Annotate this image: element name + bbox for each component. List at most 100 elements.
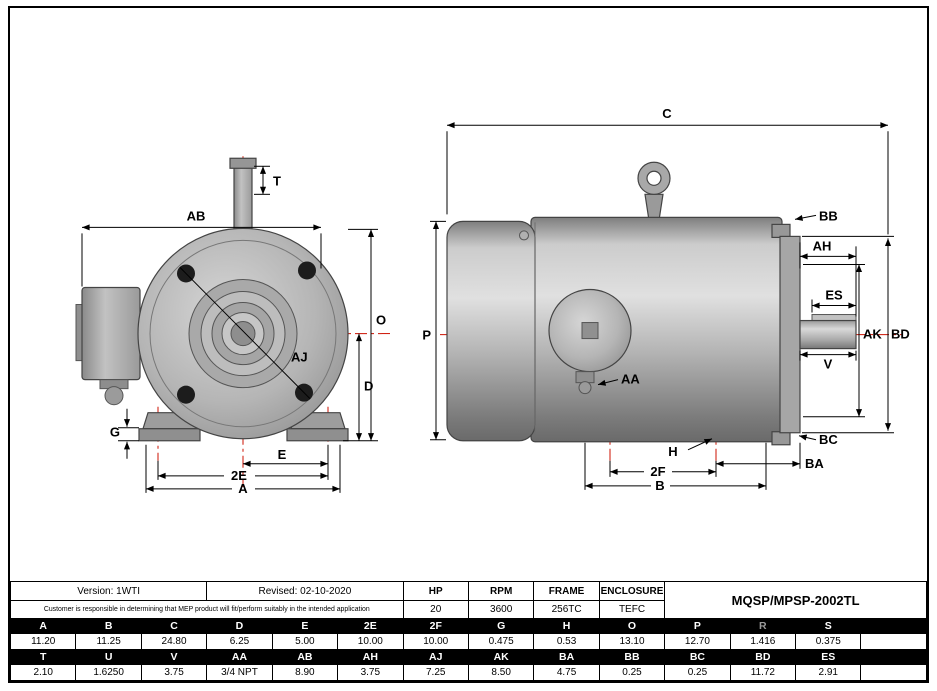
svg-text:AJ: AJ (291, 350, 308, 365)
dimension-BC: BC (798, 432, 838, 447)
motor-body (446, 216, 783, 443)
dim-value-cell: 0.375 (795, 633, 862, 650)
model-number: MQSP/MPSP-2002TL (664, 581, 927, 619)
dim-header-cell: 2F (402, 618, 469, 634)
dim-header-cell: O (598, 618, 666, 634)
svg-text:AH: AH (813, 238, 832, 253)
dim-value-cell: 1.6250 (75, 664, 142, 681)
dim-value-cell: 12.70 (664, 633, 731, 650)
dim-header-cell: V (140, 649, 208, 665)
dimension-E: E (157, 444, 329, 480)
frame-value: 256TC (533, 600, 600, 619)
dim-header-cell (860, 649, 927, 665)
svg-text:AB: AB (187, 208, 206, 223)
dim-header-cell: D (206, 618, 273, 634)
dim-value-cell: 5.00 (271, 633, 339, 650)
dimension-AJ: AJ (179, 267, 311, 400)
svg-text:BB: BB (819, 208, 838, 223)
dim-header-cell: S (795, 618, 862, 634)
dim-value-cell: 1.416 (729, 633, 797, 650)
dimension-BB: BB (794, 208, 838, 223)
dim-value-cell: 11.25 (75, 633, 142, 650)
dim-header-cell: 2E (337, 618, 404, 634)
dim-header-cell: AH (337, 649, 404, 665)
dimension-BA: BA (716, 442, 824, 471)
motor-side-view: C P BB (422, 106, 909, 493)
svg-text:ES: ES (825, 287, 843, 302)
dim-value-cell: 0.53 (533, 633, 600, 650)
dim-value-cell (860, 664, 927, 681)
drawing-frame: T AB O (8, 6, 929, 683)
dim-header-cell: AK (467, 649, 535, 665)
dim-value-cell: 3/4 NPT (206, 664, 273, 681)
svg-text:BC: BC (819, 432, 838, 447)
svg-text:A: A (238, 481, 248, 496)
dim-header-cell: U (75, 649, 142, 665)
dim-value-row-2: 2.10 1.6250 3.75 3/4 NPT 8.90 3.75 7.25 … (9, 664, 927, 681)
dim-header-cell: ES (795, 649, 862, 665)
dim-header-cell: AB (271, 649, 339, 665)
front-feet (138, 412, 349, 442)
svg-text:2E: 2E (231, 468, 247, 483)
dimension-D: D (355, 333, 373, 441)
dim-value-cell: 2.91 (795, 664, 862, 681)
dimension-T: T (254, 165, 281, 195)
dim-header-cell: P (664, 618, 731, 634)
svg-text:BA: BA (805, 456, 824, 471)
dimension-AH: AH (799, 238, 857, 317)
svg-text:D: D (364, 379, 373, 394)
dim-value-cell: 8.90 (271, 664, 339, 681)
dim-value-cell: 10.00 (402, 633, 469, 650)
dimension-O: O (343, 228, 386, 442)
rpm-value: 3600 (467, 600, 535, 619)
dimension-AA: AA (597, 372, 640, 387)
svg-text:BD: BD (891, 327, 910, 342)
shaft (799, 314, 857, 350)
dimension-ES: ES (811, 287, 856, 313)
junction-box (75, 286, 141, 406)
dim-header-cell: C (140, 618, 208, 634)
dim-value-cell: 3.75 (140, 664, 208, 681)
dim-value-cell: 7.25 (402, 664, 469, 681)
dim-value-cell: 0.25 (664, 664, 731, 681)
dim-header-row-1: A B C D E 2E 2F G H O P R S (9, 618, 927, 634)
svg-text:AA: AA (621, 372, 640, 387)
dimension-G: G (110, 408, 139, 459)
info-row-1: Version: 1WTI Revised: 02-10-2020 HP RPM… (9, 581, 927, 619)
drawing-area: T AB O (10, 8, 927, 581)
dim-header-cell: B (75, 618, 142, 634)
dim-value-cell: 0.475 (467, 633, 535, 650)
dim-header-cell (860, 618, 927, 634)
dimension-V: V (799, 350, 857, 372)
dim-header-cell: T (9, 649, 77, 665)
svg-text:P: P (422, 328, 431, 343)
svg-text:V: V (824, 357, 833, 372)
dim-header-cell: G (467, 618, 535, 634)
dimension-C: C (446, 106, 889, 235)
dimension-BD: BD (802, 235, 910, 434)
dim-value-cell: 24.80 (140, 633, 208, 650)
dim-header-cell: AJ (402, 649, 469, 665)
svg-text:B: B (655, 478, 664, 493)
drain-fitting (575, 371, 595, 395)
eye-bolt (637, 161, 671, 221)
dim-header-cell: H (533, 618, 600, 634)
enclosure-value: TEFC (598, 600, 666, 619)
dim-value-cell: 11.72 (729, 664, 797, 681)
svg-text:C: C (662, 106, 672, 121)
dim-header-cell: E (271, 618, 339, 634)
rpm-label: RPM (467, 581, 535, 601)
svg-text:AK: AK (863, 327, 882, 342)
svg-text:2F: 2F (650, 464, 665, 479)
dimension-AB: AB (81, 208, 322, 287)
dim-value-cell: 0.25 (598, 664, 666, 681)
motor-front-view: T AB O (75, 156, 390, 496)
dim-value-cell: 11.20 (9, 633, 77, 650)
frame-label: FRAME (533, 581, 600, 601)
disclaimer-cell: Customer is responsible in determining t… (10, 600, 404, 619)
dim-header-cell: BC (664, 649, 731, 665)
top-conduit-fitting (229, 157, 257, 231)
dim-header-cell: BA (533, 649, 600, 665)
title-block-table: Version: 1WTI Revised: 02-10-2020 HP RPM… (9, 581, 927, 681)
